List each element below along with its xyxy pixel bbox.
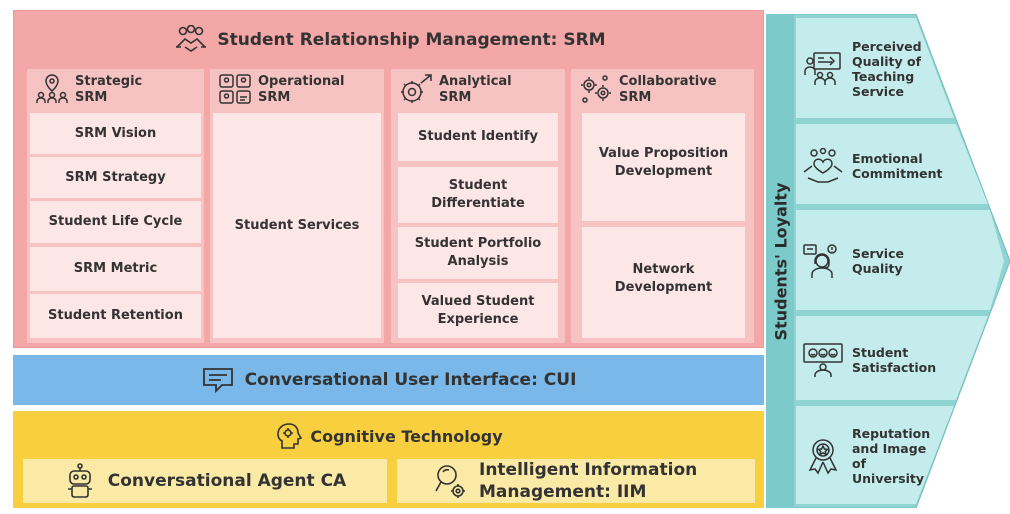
srm-column-operational: Operational SRM Student Services [210,69,384,343]
srm-cell: SRM Metric [30,247,201,291]
loyalty-item: Perceived Quality of Teaching Service [796,20,946,118]
loyalty-item-label: Service Quality [852,246,904,276]
srm-title-text: Student Relationship Management: SRM [217,30,606,50]
award-ribbon-icon [808,439,838,475]
srm-column-analytical: Analytical SRM Student Identify Student … [391,69,565,343]
column-label: Strategic SRM [75,74,143,105]
loyalty-box-bg [796,210,1004,310]
srm-cell: Student Differentiate [398,167,558,223]
strategy-location-icon [36,74,68,103]
handshake-people-icon [176,25,207,52]
teaching-icon [804,52,841,85]
cognitive-panel: Cognitive Technology Conversational Agen… [13,411,764,508]
loyalty-label: Students' Loyalty [767,14,795,508]
loyalty-label-text: Students' Loyalty [771,182,791,340]
chat-bubble-icon [202,368,233,394]
cui-bar: Conversational User Interface: CUI [13,355,764,405]
srm-cell: Student Retention [30,294,201,338]
column-label: Analytical SRM [439,74,512,105]
srm-cell: Valued Student Experience [398,283,558,338]
cui-title: Conversational User Interface: CUI [244,370,577,390]
collaborative-gears-icon [581,75,611,103]
loyalty-item: Emotional Commitment [796,126,946,206]
loyalty-box-bg [796,124,988,204]
srm-cell: Student Life Cycle [30,201,201,243]
loyalty-item: Reputation and Image of University [796,408,946,504]
loyalty-item-label: Reputation and Image of University [852,426,931,486]
loyalty-item: Student Satisfaction [796,318,946,402]
cognitive-box-iim: Intelligent Information Management: IIM [397,459,755,503]
robot-icon [67,463,92,498]
magnifier-gear-icon [435,465,465,498]
cognitive-box-ca-label: Conversational Agent CA [107,471,347,491]
srm-cell: SRM Strategy [30,157,201,198]
cognitive-title-text: Cognitive Technology [310,426,503,446]
loyalty-item-label: Emotional Commitment [852,151,943,181]
column-label: Operational SRM [258,74,345,105]
cognitive-box-iim-label: Intelligent Information Management: IIM [479,460,698,502]
srm-cell: SRM Vision [30,113,201,154]
srm-cell: Student Services [213,113,381,338]
loyalty-item-label: Student Satisfaction [852,345,937,375]
srm-cell: Student Portfolio Analysis [398,227,558,279]
analytics-gear-icon [401,74,432,103]
loyalty-box-bg [796,406,954,504]
operational-people-icon [219,74,251,104]
srm-title: Student Relationship Management: SRM [14,25,765,55]
loyalty-item: Service Quality [796,212,946,310]
srm-column-strategic: Strategic SRM SRM Vision SRM Strategy St… [27,69,204,343]
column-header: Analytical SRM [391,69,565,109]
srm-column-collaborative: Collaborative SRM Value Proposition Deve… [571,69,754,343]
column-header: Operational SRM [210,69,384,109]
heart-handshake-icon [803,148,843,183]
srm-cell: Value Proposition Development [582,113,745,221]
column-header: Collaborative SRM [571,69,754,109]
column-label: Collaborative SRM [619,74,717,105]
srm-cell: Student Identify [398,113,558,161]
srm-cell: Network Development [582,227,745,338]
column-header: Strategic SRM [27,69,204,109]
srm-panel: Student Relationship Management: SRM Str… [13,10,764,348]
satisfaction-icon [803,343,843,377]
loyalty-strip [766,14,794,508]
loyalty-box-bg [796,316,988,400]
loyalty-item-label: Perceived Quality of Teaching Service [852,39,922,99]
loyalty-box-bg [796,18,954,118]
customer-service-icon [803,244,837,278]
cognitive-title: Cognitive Technology [13,419,764,453]
brain-gear-icon [277,423,303,449]
loyalty-arrow [766,14,1010,508]
cognitive-box-ca: Conversational Agent CA [23,459,387,503]
